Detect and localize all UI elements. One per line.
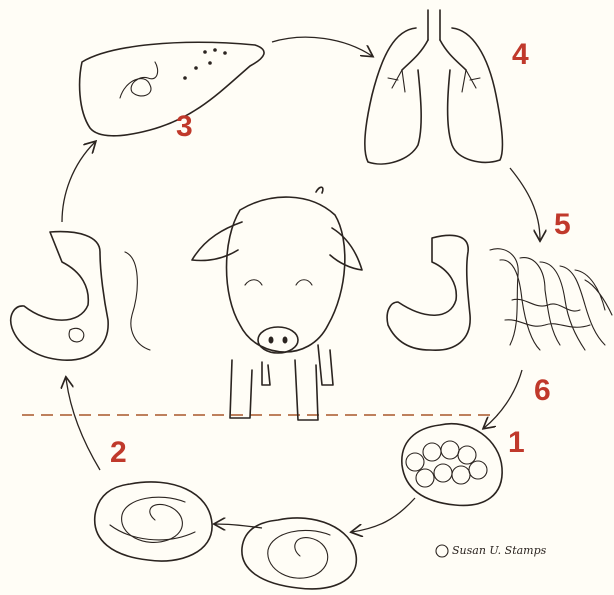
egg-larvated-2 [95,482,212,561]
arrow-intestine-to-egg [484,370,522,428]
pig-illustration [192,187,362,420]
arrow-stomach-to-liver [62,142,95,222]
signature-text: Susan U. Stamps [452,544,546,557]
arrow-egg1-to-egg2 [352,498,415,532]
stage-label-6: 6 [534,376,551,406]
stage-label-4: 4 [512,40,529,70]
egg-embryonated-1 [402,424,502,506]
copyright-circle [436,545,448,557]
arrow-lungs-to-intestine [510,168,540,240]
intestine-illustration [387,235,612,350]
arrow-liver-to-lungs [272,37,372,56]
stage-label-3: 3 [176,112,193,142]
lungs-illustration [365,10,503,164]
stage-label-1: 1 [508,428,525,458]
stage-label-5: 5 [554,210,571,240]
stage-label-2: 2 [110,438,127,468]
liver-illustration [80,42,264,135]
arrow-egg-to-stomach [66,378,100,470]
egg-larvated-1 [242,518,356,589]
artist-signature: Susan U. Stamps [452,544,546,557]
stomach-illustration [11,232,150,361]
